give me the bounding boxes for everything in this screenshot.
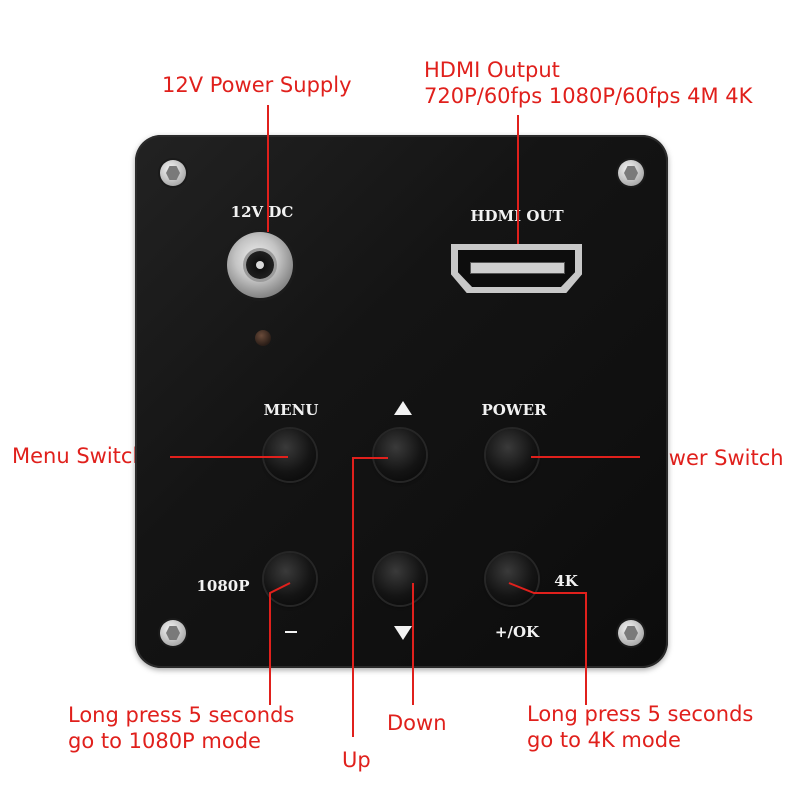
up-button[interactable]: [374, 429, 426, 481]
menu-button[interactable]: [264, 429, 316, 481]
1080p-label: 1080P: [196, 577, 250, 595]
callout-down-text: Down: [387, 711, 447, 735]
callout-long-press-4k: Long press 5 seconds go to 4K mode: [527, 701, 753, 753]
leader-4k: [508, 582, 587, 705]
leader-1080p: [269, 582, 291, 705]
plus-ok-label: +/OK: [494, 623, 540, 641]
status-led: [255, 330, 271, 346]
dc-power-jack[interactable]: [227, 232, 293, 298]
callout-hdmi-output: HDMI Output 720P/60fps 1080P/60fps 4M 4K: [424, 57, 752, 109]
dc-label: 12V DC: [230, 203, 294, 221]
callout-power-supply-text: 12V Power Supply: [162, 73, 352, 97]
callout-long-press-1080p: Long press 5 seconds go to 1080P mode: [68, 702, 294, 754]
minus-icon: [285, 631, 297, 633]
hdmi-port-pins: [470, 262, 565, 274]
down-button[interactable]: [374, 553, 426, 605]
callout-up: Up: [342, 747, 371, 773]
callout-power-supply: 12V Power Supply: [162, 72, 352, 98]
callout-menu-switch-text: Menu Switch: [12, 444, 146, 468]
menu-label: MENU: [263, 401, 319, 419]
power-button[interactable]: [486, 429, 538, 481]
callout-hdmi-title: HDMI Output: [424, 58, 560, 82]
1080p-minus-button[interactable]: [264, 553, 316, 605]
up-triangle-icon: [394, 401, 412, 415]
callout-menu-switch: Menu Switch: [12, 443, 146, 469]
callout-down: Down: [387, 710, 447, 736]
4k-plus-ok-button[interactable]: [486, 553, 538, 605]
callout-4k-line1: Long press 5 seconds: [527, 702, 754, 726]
screw-icon: [618, 160, 644, 186]
screw-icon: [618, 620, 644, 646]
4k-label: 4K: [554, 572, 578, 590]
screw-icon: [160, 620, 186, 646]
screw-icon: [160, 160, 186, 186]
callout-up-text: Up: [342, 748, 371, 772]
callout-1080p-line1: Long press 5 seconds: [68, 703, 295, 727]
callout-hdmi-modes: 720P/60fps 1080P/60fps 4M 4K: [424, 84, 753, 108]
down-triangle-icon: [394, 626, 412, 640]
callout-1080p-line2: go to 1080P mode: [68, 729, 261, 753]
leader-up: [352, 457, 388, 737]
callout-4k-line2: go to 4K mode: [527, 728, 681, 752]
power-label: POWER: [481, 401, 547, 419]
